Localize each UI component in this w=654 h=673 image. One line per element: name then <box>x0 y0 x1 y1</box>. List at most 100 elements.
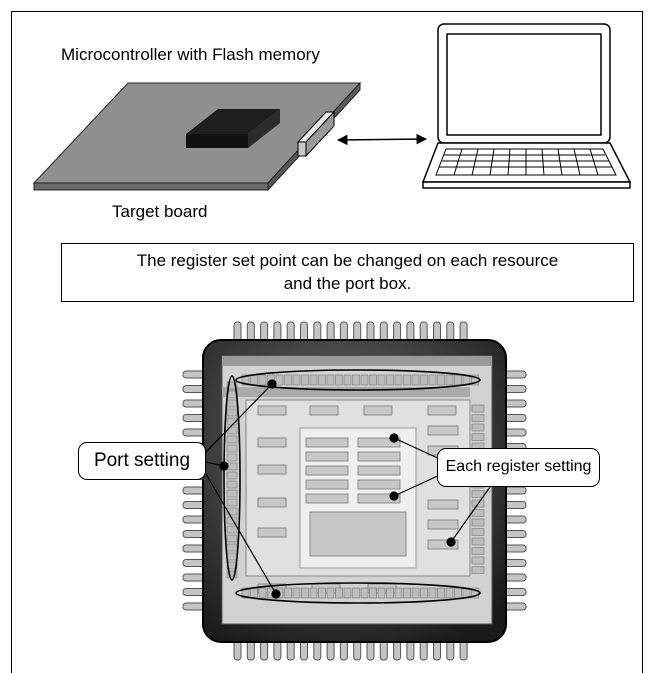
port-box <box>360 374 369 386</box>
port-setting-callout: Port setting <box>78 442 206 480</box>
port-box <box>471 556 485 565</box>
port-box <box>309 587 318 599</box>
port-box <box>275 374 284 386</box>
port-box <box>369 587 377 599</box>
note-box: The register set point can be changed on… <box>61 243 634 302</box>
port-box <box>226 561 238 570</box>
port-box <box>226 390 238 399</box>
port-box <box>292 374 301 386</box>
port-box <box>343 374 352 386</box>
target-board <box>32 81 362 192</box>
port-box <box>428 374 437 386</box>
port-box <box>226 480 238 489</box>
port-box <box>471 566 485 574</box>
port-box <box>411 374 420 386</box>
port-box <box>226 453 238 462</box>
port-box <box>284 587 292 599</box>
port-box <box>471 528 485 536</box>
port-box <box>471 423 485 432</box>
port-box <box>343 587 352 599</box>
port-box <box>335 374 343 386</box>
port-box <box>445 374 454 386</box>
port-box <box>386 374 394 386</box>
port-box <box>360 587 369 599</box>
port-box <box>403 374 411 386</box>
port-box <box>226 408 238 417</box>
port-box <box>226 543 238 552</box>
port-highlight-ellipses <box>223 369 481 604</box>
port-box <box>241 374 250 386</box>
port-box <box>428 587 437 599</box>
port-box <box>394 374 403 386</box>
port-box <box>250 587 258 599</box>
register-leader-lines <box>389 433 491 547</box>
port-box <box>420 587 428 599</box>
port-box <box>226 435 238 444</box>
port-box <box>377 374 386 386</box>
port-box <box>258 587 267 599</box>
port-box <box>462 374 471 386</box>
port-box <box>301 374 309 386</box>
port-box <box>284 374 292 386</box>
note-line-2: and the port box. <box>283 274 412 293</box>
port-box <box>226 471 238 480</box>
port-box <box>377 587 386 599</box>
port-box <box>226 516 238 525</box>
port-box <box>301 587 309 599</box>
chip-icon <box>186 109 280 148</box>
port-box <box>318 587 326 599</box>
port-box <box>471 547 485 555</box>
port-box <box>226 444 238 453</box>
port-box <box>258 374 267 386</box>
port-box <box>352 587 360 599</box>
port-box <box>369 374 377 386</box>
port-leader-lines <box>205 379 281 599</box>
port-box <box>318 374 326 386</box>
port-box <box>471 490 485 498</box>
port-box <box>226 552 238 561</box>
mcu-label: Microcontroller with Flash memory <box>61 45 320 64</box>
port-box <box>454 587 462 599</box>
port-box <box>326 374 335 386</box>
port-box <box>326 587 335 599</box>
figure-frame <box>11 11 643 673</box>
port-box <box>471 404 485 413</box>
port-box <box>437 587 445 599</box>
port-box <box>471 518 485 527</box>
port-box <box>292 587 301 599</box>
port-box <box>471 374 479 386</box>
port-box <box>226 525 238 534</box>
port-box <box>471 587 479 599</box>
mcu-package <box>182 321 527 661</box>
port-box <box>454 374 462 386</box>
port-box <box>241 587 250 599</box>
target-board-label: Target board <box>112 202 208 221</box>
port-box <box>462 587 471 599</box>
register-setting-callout: Each register setting <box>437 448 600 487</box>
port-box <box>411 587 420 599</box>
port-box <box>226 498 238 507</box>
connector-icon <box>296 110 336 158</box>
port-box <box>471 414 485 422</box>
port-box <box>309 374 318 386</box>
port-box <box>335 587 343 599</box>
port-box <box>226 489 238 498</box>
laptop-icon <box>421 23 632 189</box>
port-box <box>394 587 403 599</box>
note-line-1: The register set point can be changed on… <box>136 251 559 270</box>
port-box <box>226 534 238 543</box>
port-box <box>403 587 411 599</box>
port-box <box>226 399 238 408</box>
port-box <box>226 570 238 579</box>
port-box <box>471 433 485 441</box>
bidirectional-arrow-icon <box>336 133 428 146</box>
port-box <box>420 374 428 386</box>
port-box <box>226 381 238 390</box>
port-box <box>386 587 394 599</box>
port-box <box>250 374 258 386</box>
port-box <box>471 537 485 546</box>
port-box <box>445 587 454 599</box>
port-box <box>437 374 445 386</box>
port-box <box>352 374 360 386</box>
